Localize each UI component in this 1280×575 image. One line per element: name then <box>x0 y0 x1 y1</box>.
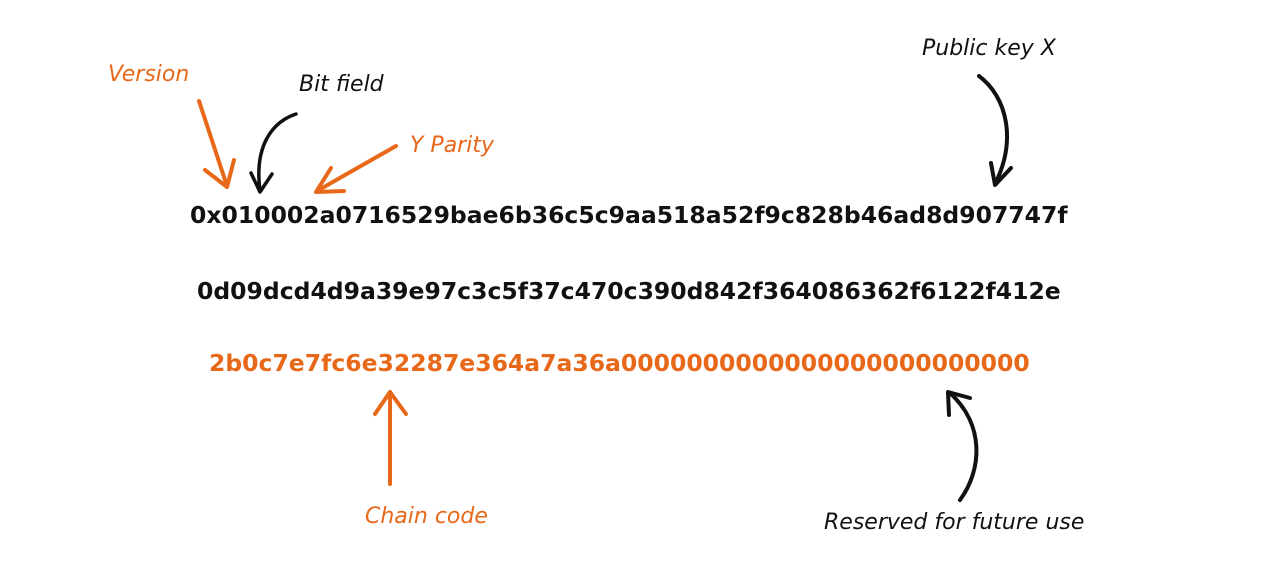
hex-line-3: 2b0c7e7fc6e32287e364a7a36a00000000000000… <box>209 349 1030 377</box>
public-key-x-arrow-icon <box>977 74 1013 187</box>
reserved-label: Reserved for future use <box>824 510 1085 535</box>
hex-line-2: 0d09dcd4d9a39e97c3c5f37c470c390d842f3640… <box>197 277 1061 305</box>
version-label: Version <box>108 62 190 87</box>
public-key-x-label: Public key X <box>922 36 1056 61</box>
y-parity-arrow-icon <box>314 144 398 194</box>
reserved-arrow-icon <box>946 390 979 502</box>
chain-code-label: Chain code <box>365 504 488 529</box>
chain-code-arrow-icon <box>373 390 408 486</box>
version-arrow-icon <box>197 99 236 189</box>
bit-field-arrow-icon <box>249 112 298 194</box>
y-parity-label: Y Parity <box>410 133 494 158</box>
hex-line-1: 0x010002a0716529bae6b36c5c9aa518a52f9c82… <box>190 201 1068 229</box>
bit-field-label: Bit field <box>299 72 384 97</box>
